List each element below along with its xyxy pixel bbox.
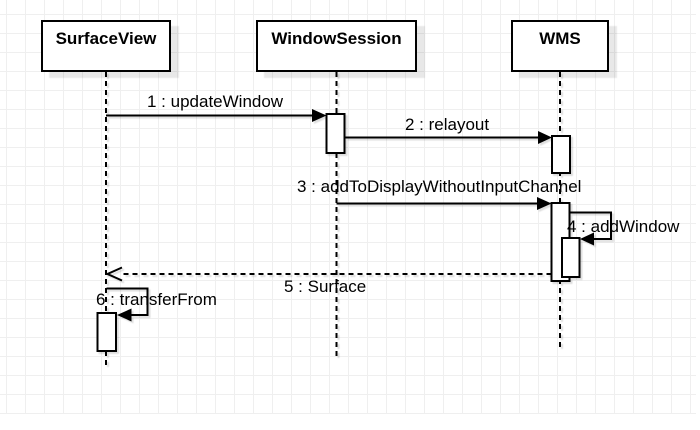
sync-arrowhead-6 bbox=[117, 308, 132, 322]
message-label-1: 1 : updateWindow bbox=[147, 92, 284, 111]
actor-label-surfaceview: SurfaceView bbox=[55, 29, 157, 48]
message-label-4: 4 : addWindow bbox=[567, 217, 680, 236]
actor-label-windowsession: WindowSession bbox=[271, 29, 402, 48]
message-label-2: 2 : relayout bbox=[405, 115, 490, 134]
message-label-5: 5 : Surface bbox=[284, 277, 367, 296]
actor-box-windowsession: WindowSession bbox=[256, 20, 417, 72]
return-open-arrowhead-5 bbox=[105, 266, 123, 282]
sync-arrowhead-3 bbox=[537, 197, 552, 210]
activation-wms-nested bbox=[561, 237, 581, 278]
sync-arrowhead-4 bbox=[580, 232, 594, 246]
actor-box-surfaceview: SurfaceView bbox=[41, 20, 171, 72]
activation-windowsession-1 bbox=[325, 113, 346, 154]
message-label-3: 3 : addToDisplayWithoutInputChannel bbox=[297, 177, 582, 196]
actor-label-wms: WMS bbox=[539, 29, 581, 48]
sync-arrowhead-1 bbox=[312, 109, 327, 122]
actor-box-wms: WMS bbox=[511, 20, 609, 72]
activation-surfaceview-1 bbox=[96, 312, 117, 352]
activation-wms-1 bbox=[551, 135, 571, 174]
message-line-4-self-loop bbox=[569, 211, 612, 240]
message-label-6: 6 : transferFrom bbox=[96, 290, 217, 309]
message-line-6-self-loop bbox=[106, 287, 149, 316]
sync-arrowhead-2 bbox=[538, 131, 552, 144]
